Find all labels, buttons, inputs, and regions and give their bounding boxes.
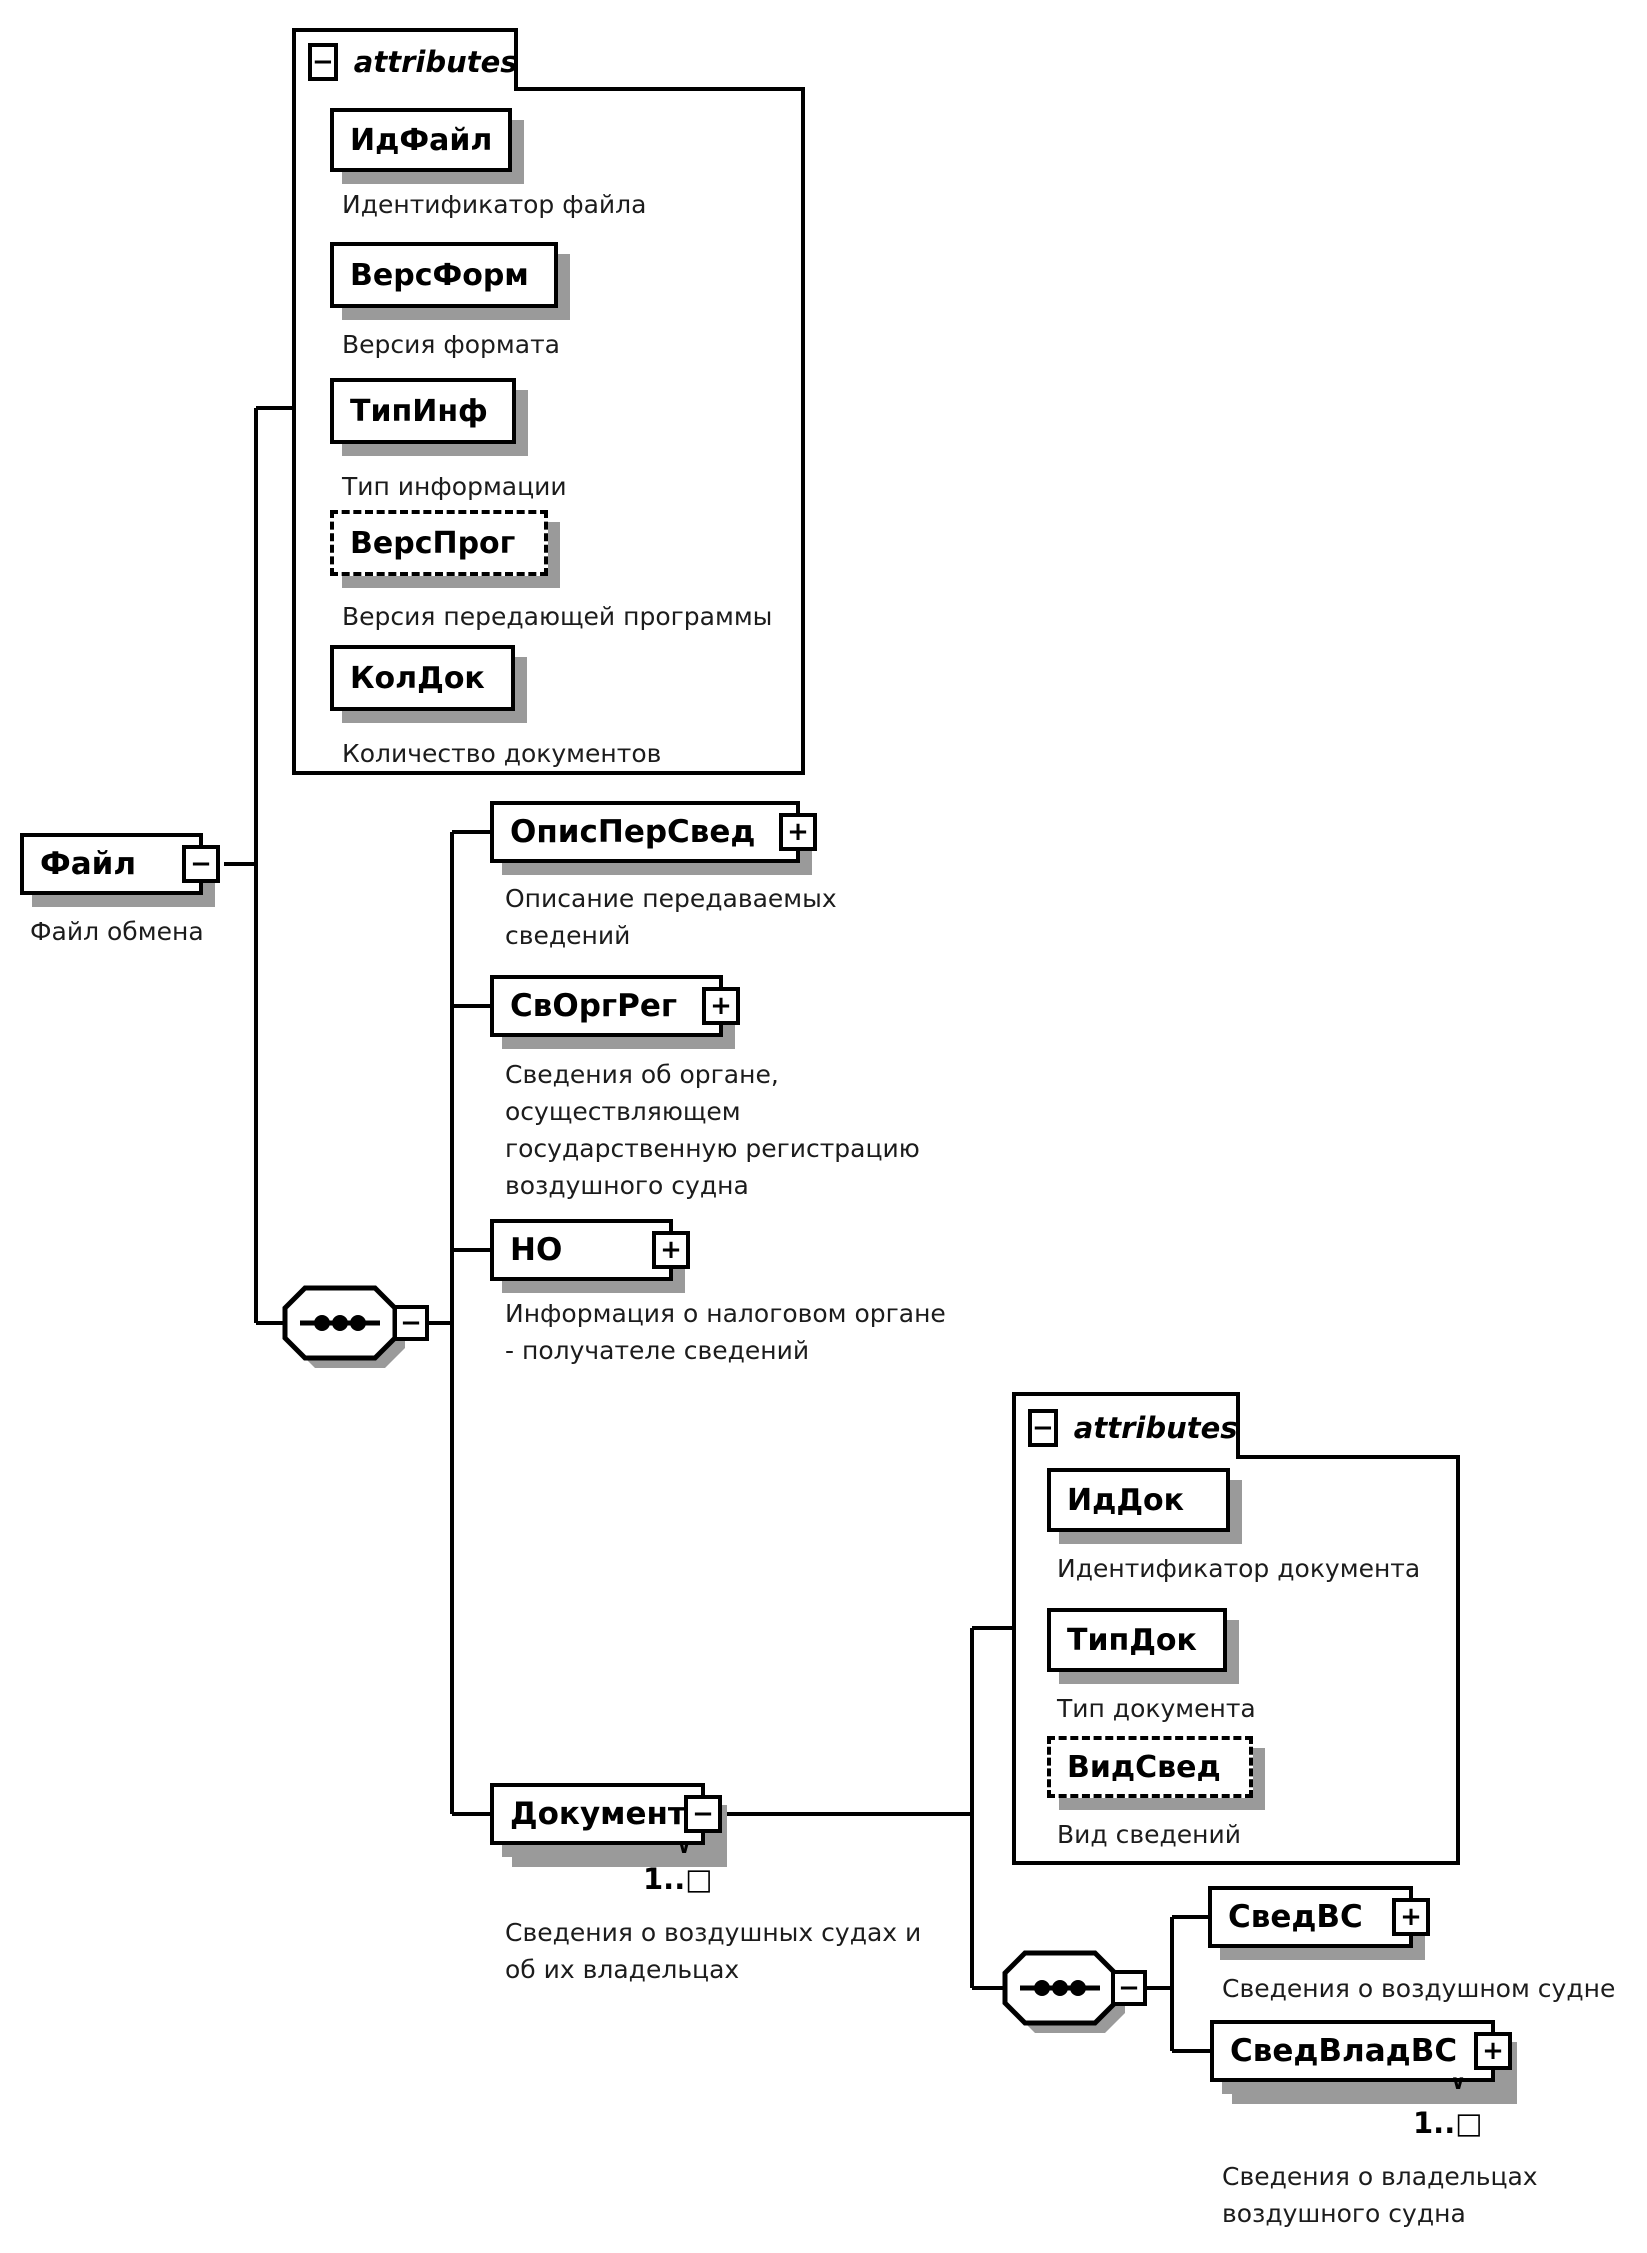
minus-icon[interactable]: −	[182, 845, 220, 883]
node-svorgreg: СвОргРег +	[490, 975, 740, 1037]
node-file: Файл −	[20, 833, 220, 895]
attribute-node-tipinf: ТипИнф	[330, 378, 516, 444]
node-caption: Сведения о воздушном судне	[1222, 1974, 1616, 2003]
node-label: Документ	[510, 1796, 686, 1832]
attribute-caption: Тип документа	[1057, 1694, 1256, 1723]
attribute-node-versprog: ВерсПрог	[330, 510, 548, 576]
node-label: ОписПерСвед	[510, 814, 756, 850]
attribute-label: ВидСвед	[1067, 1749, 1221, 1785]
node-opispersved: ОписПерСвед +	[490, 801, 817, 863]
node-label: Файл	[40, 846, 137, 882]
attribute-label: ИдДок	[1067, 1482, 1185, 1518]
attribute-caption: Идентификатор файла	[342, 190, 647, 219]
attribute-node-koldok: КолДок	[330, 645, 515, 711]
node-caption: Сведения о владельцах воздушного судна	[1222, 2162, 1538, 2228]
attribute-caption: Количество документов	[342, 739, 662, 768]
node-label: СведВС	[1228, 1899, 1363, 1935]
attribute-caption: Версия формата	[342, 330, 560, 359]
attribute-node-versform: ВерсФорм	[330, 242, 558, 308]
node-no: НО +	[490, 1219, 690, 1281]
sequence-icon	[282, 1285, 405, 1368]
minus-icon[interactable]: −	[1028, 1408, 1058, 1447]
attribute-node-iddok: ИдДок	[1047, 1468, 1230, 1532]
minus-icon[interactable]: −	[1111, 1970, 1147, 2006]
node-caption: Информация о налоговом органе - получате…	[505, 1299, 946, 1365]
multi-instance-chevron: ∨	[1450, 2070, 1467, 2094]
attribute-label: КолДок	[350, 660, 485, 696]
attribute-caption: Версия передающей программы	[342, 602, 773, 631]
minus-icon[interactable]: −	[308, 42, 338, 81]
attribute-node-idfail: ИдФайл	[330, 108, 512, 172]
plus-icon[interactable]: +	[652, 1231, 690, 1269]
node-label: СвОргРег	[510, 988, 678, 1024]
attribute-caption: Вид сведений	[1057, 1820, 1241, 1849]
node-svedvladvs: СведВладВС +	[1210, 2020, 1512, 2082]
node-caption: Описание передаваемых сведений	[505, 884, 837, 950]
node-dokument: Документ −	[490, 1783, 722, 1845]
plus-icon[interactable]: +	[779, 813, 817, 851]
plus-icon[interactable]: +	[1392, 1898, 1430, 1936]
attribute-node-tipdok: ТипДок	[1047, 1608, 1227, 1672]
node-caption: Файл обмена	[30, 917, 204, 946]
attribute-label: ТипИнф	[350, 393, 488, 429]
minus-icon[interactable]: −	[393, 1305, 429, 1341]
attributes-title: attributes	[1073, 1410, 1238, 1445]
attribute-label: ТипДок	[1067, 1622, 1197, 1658]
attribute-caption: Тип информации	[342, 472, 567, 501]
node-label: НО	[510, 1232, 563, 1268]
attribute-label: ИдФайл	[350, 122, 493, 158]
multi-instance-chevron: ∨	[676, 1834, 693, 1858]
node-caption: Сведения о воздушных судах и об их владе…	[505, 1918, 922, 1984]
occurrence-label: 1..□	[1413, 2106, 1483, 2140]
node-caption: Сведения об органе, осуществляющем госуд…	[505, 1060, 920, 1200]
attributes-title: attributes	[353, 44, 518, 79]
sequence-icon	[1002, 1950, 1125, 2033]
node-svedvs: СведВС +	[1208, 1886, 1430, 1948]
attribute-caption: Идентификатор документа	[1057, 1554, 1421, 1583]
plus-icon[interactable]: +	[702, 987, 740, 1025]
document-attributes-tab: − attributes	[1012, 1392, 1240, 1459]
plus-icon[interactable]: +	[1474, 2032, 1512, 2070]
minus-icon[interactable]: −	[684, 1795, 722, 1833]
attribute-label: ВерсФорм	[350, 257, 529, 293]
attribute-label: ВерсПрог	[350, 525, 516, 561]
node-label: СведВладВС	[1230, 2033, 1458, 2069]
file-attributes-tab: − attributes	[292, 28, 518, 91]
occurrence-label: 1..□	[643, 1862, 713, 1896]
attribute-node-vidsved: ВидСвед	[1047, 1736, 1253, 1798]
